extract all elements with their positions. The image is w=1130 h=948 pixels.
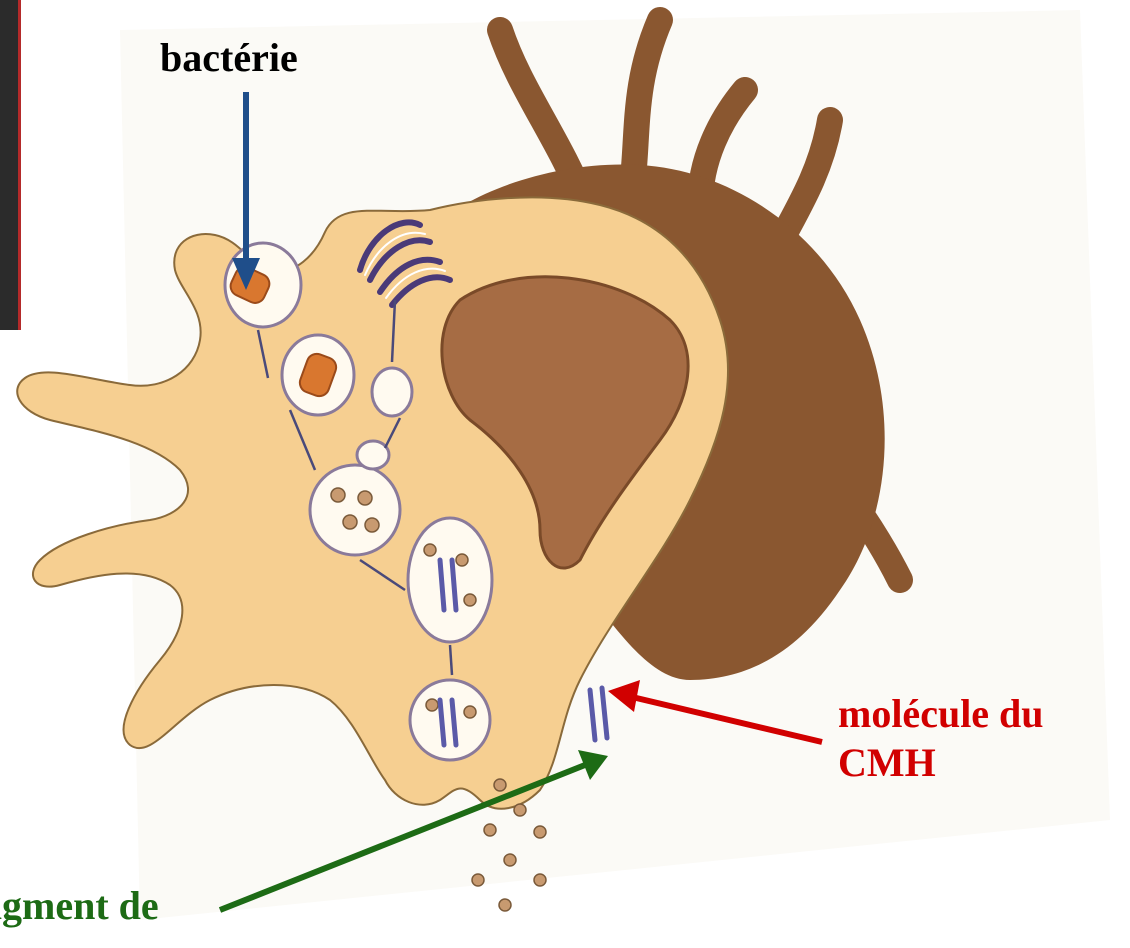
golgi-vesicle [372, 368, 412, 416]
label-mhc-molecule: molécule du CMH [838, 690, 1128, 788]
exocytic-vesicle [410, 680, 490, 760]
small-vesicle [357, 441, 389, 469]
loading-vesicle [408, 518, 492, 642]
label-mhc-line1: molécule du [838, 690, 1128, 739]
phagolysosome [310, 465, 400, 555]
label-fragment: agment de [0, 886, 159, 926]
label-mhc-line2: CMH [838, 739, 1128, 788]
label-bacterie: bactérie [160, 38, 298, 78]
